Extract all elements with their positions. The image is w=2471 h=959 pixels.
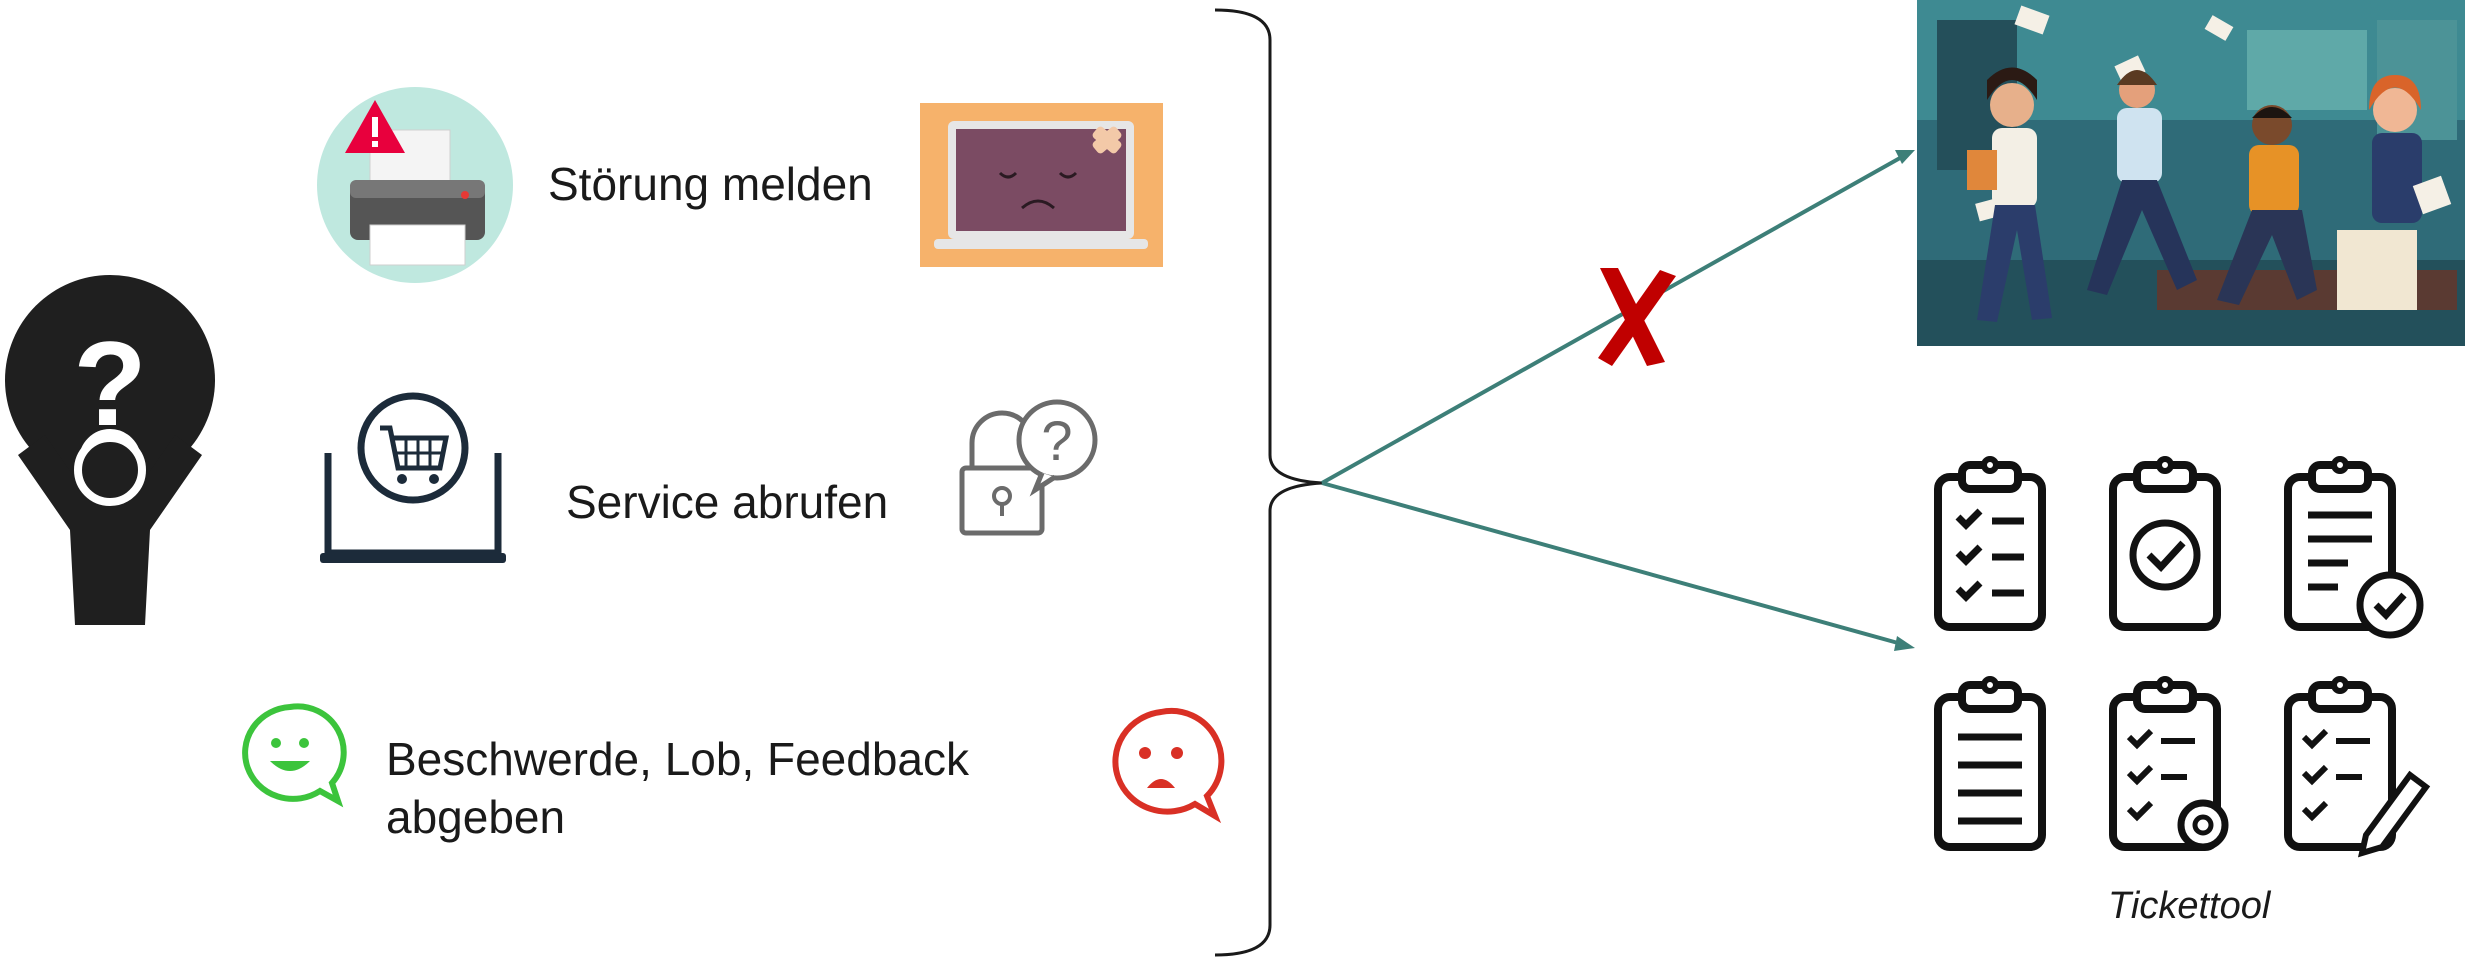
lock-question-icon: ? [957,398,1107,538]
happy-chat-icon [238,703,347,808]
sad-laptop-icon [920,103,1163,267]
svg-text:?: ? [73,317,146,451]
item-label-stoerung: Störung melden [548,158,873,210]
settings-clipboard-icon [2113,679,2229,847]
red-cross-icon [1598,268,1676,366]
arrow-to-chaos [1321,150,1915,485]
printer-warning-icon [315,85,515,285]
item-label-feedback-line2: abgeben [386,791,566,843]
chaotic-office-illustration [1917,0,2465,346]
tickettool-clipboards [1930,455,2450,858]
arrow-to-tickettool [1321,481,1915,651]
document-clipboard-icon [1938,679,2042,847]
person-question-icon: ? [0,265,220,625]
sad-chat-icon [1105,707,1225,824]
check-clipboard-icon [2113,459,2217,627]
item-label-service: Service abrufen [566,476,889,528]
tickettool-caption: Tickettool [2108,885,2271,927]
approved-clipboard-icon [2288,459,2424,639]
edit-clipboard-icon [2288,679,2431,858]
checklist-clipboard-icon [1938,459,2042,627]
laptop-cart-icon [318,392,508,573]
item-label-feedback-line1: Beschwerde, Lob, Feedback [386,733,970,785]
svg-text:?: ? [1041,409,1072,472]
